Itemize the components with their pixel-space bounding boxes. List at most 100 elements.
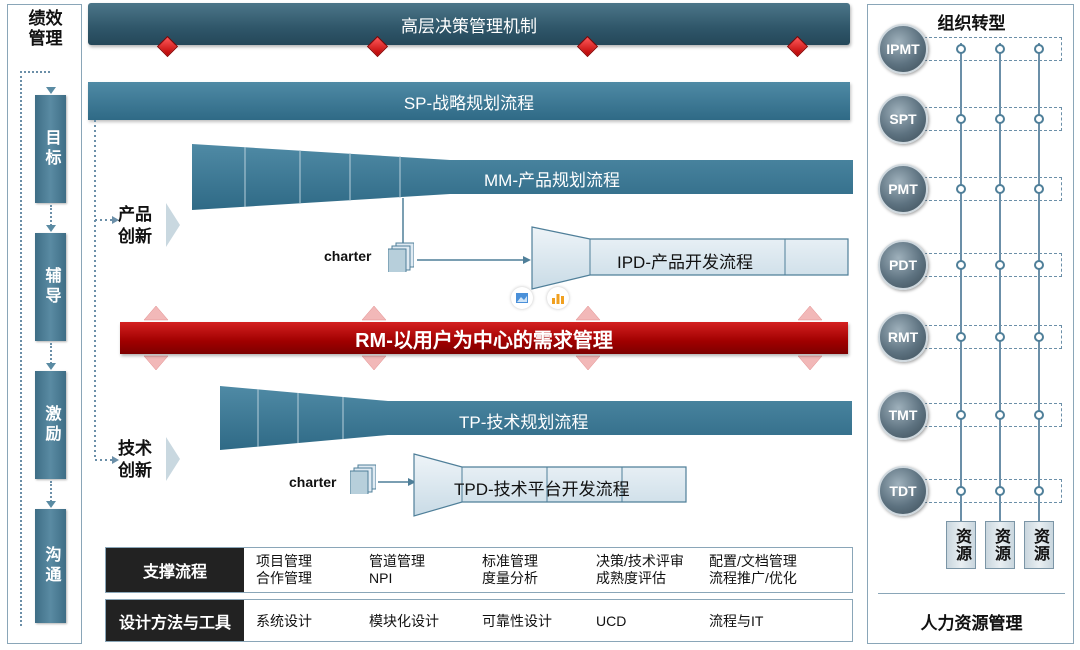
tech-innovation-label: 技术 创新 [118,438,152,482]
team-node [956,332,966,342]
double-arrows [143,306,823,370]
rm-bar-label: RM-以用户为中心的需求管理 [355,329,613,352]
support-item: 管道管理 [369,553,425,569]
chevron-right-icon [166,203,180,247]
mm-label: MM-产品规划流程 [484,171,620,190]
tech-label-line-2: 创新 [118,461,152,480]
team-node [995,44,1005,54]
title-line-1: 绩效 [28,9,63,28]
design-tools-header: 设计方法与工具 [106,600,244,641]
org-transformation-title: 组织转型 [937,14,1006,33]
team-node [995,486,1005,496]
dotted-link [50,205,52,229]
team-badge: IPMT [878,24,928,74]
tech-label-line-1: 技术 [118,439,152,458]
support-cell: 配置/文档管理 流程推广/优化 [709,553,797,587]
ipd-product-development-funnel [531,226,849,290]
performance-item-incentive: 激励 [35,371,66,479]
mm-product-planning-funnel [192,144,853,210]
performance-item-communication: 沟通 [35,509,66,623]
down-arrow-icon [46,87,56,94]
team-node [956,486,966,496]
down-arrow-icon [46,363,56,370]
dotted-link [50,343,52,367]
image-icon[interactable] [511,287,533,309]
charter-flow-arrow [378,478,416,486]
support-cell: 标准管理 度量分析 [482,553,538,587]
rm-user-centered-requirements-bar: RM-以用户为中心的需求管理 [120,322,848,354]
team-badge: RMT [878,312,928,362]
tpd-label: TPD-技术平台开发流程 [454,480,630,499]
team-row-connector [904,403,1062,427]
team-row-connector [904,37,1062,61]
support-process-table: 支撑流程 项目管理 合作管理 管道管理 NPI 标准管理 度量分析 决策/技术评… [105,547,853,593]
team-row-ipmt: IPMT [876,21,1066,81]
charter-label: charter [289,474,337,490]
resource-box: 资源 [1024,521,1054,569]
team-node [1034,184,1044,194]
dotted-connector-top [20,71,50,73]
hr-management-label: 人力资源管理 [920,614,1023,633]
team-row-connector [904,177,1062,201]
performance-item-coaching: 辅导 [35,233,66,341]
tp-tech-planning-funnel [220,386,852,450]
top-bar-label: 高层决策管理机制 [401,16,537,36]
product-label-line-2: 创新 [118,227,152,246]
title-line-2: 管理 [28,29,63,48]
top-decision-mechanism-bar: 高层决策管理机制 [88,3,850,45]
team-row-connector [904,253,1062,277]
document-stack-icon [388,242,414,272]
down-arrow-icon [46,225,56,232]
resource-line [999,43,1001,523]
charter-flow-arrow [402,198,531,264]
team-badge: SPT [878,94,928,144]
team-node [956,260,966,270]
team-badge: PMT [878,164,928,214]
team-badge: PDT [878,240,928,290]
support-item: 流程推广/优化 [709,570,797,586]
ipd-label: IPD-产品开发流程 [617,253,753,272]
dotted-link [50,481,52,505]
team-node [1034,486,1044,496]
tools-item: UCD [596,613,627,629]
support-process-header: 支撑流程 [106,548,244,592]
team-node [995,410,1005,420]
tpd-tech-platform-funnel [413,453,687,517]
org-transformation-panel: 组织转型 IPMT SPT PMT PDT RMT [867,4,1074,644]
team-row-rmt: RMT [876,309,1066,369]
team-node [995,184,1005,194]
team-node [956,410,966,420]
team-node [1034,114,1044,124]
chevron-right-icon [166,437,180,481]
team-row-connector [904,479,1062,503]
team-row-tdt: TDT [876,463,1066,523]
team-node [956,114,966,124]
team-node [1034,332,1044,342]
resource-line [1038,43,1040,523]
product-label-line-1: 产品 [118,205,152,224]
support-item: 项目管理 [256,553,312,569]
tools-item: 可靠性设计 [482,613,552,629]
support-item: 配置/文档管理 [709,553,797,569]
tp-label: TP-技术规划流程 [459,413,589,432]
bar-chart-icon[interactable] [547,287,569,309]
team-row-connector [904,107,1062,131]
resource-line [960,43,962,523]
down-arrow-icon [46,501,56,508]
resource-box: 资源 [985,521,1015,569]
team-row-pmt: PMT [876,161,1066,221]
team-row-tmt: TMT [876,387,1066,447]
team-node [995,332,1005,342]
product-innovation-label: 产品 创新 [118,204,152,248]
team-node [956,184,966,194]
support-item: 成熟度评估 [596,570,666,586]
design-tools-table: 设计方法与工具 系统设计 模块化设计 可靠性设计 UCD 流程与IT [105,599,853,642]
team-node [1034,44,1044,54]
tools-item: 流程与IT [709,613,764,629]
team-row-spt: SPT [876,91,1066,151]
sp-bar-label: SP-战略规划流程 [403,93,535,113]
support-item: 度量分析 [482,570,538,586]
support-item: 标准管理 [482,553,538,569]
team-node [995,114,1005,124]
panel-divider [878,593,1065,594]
